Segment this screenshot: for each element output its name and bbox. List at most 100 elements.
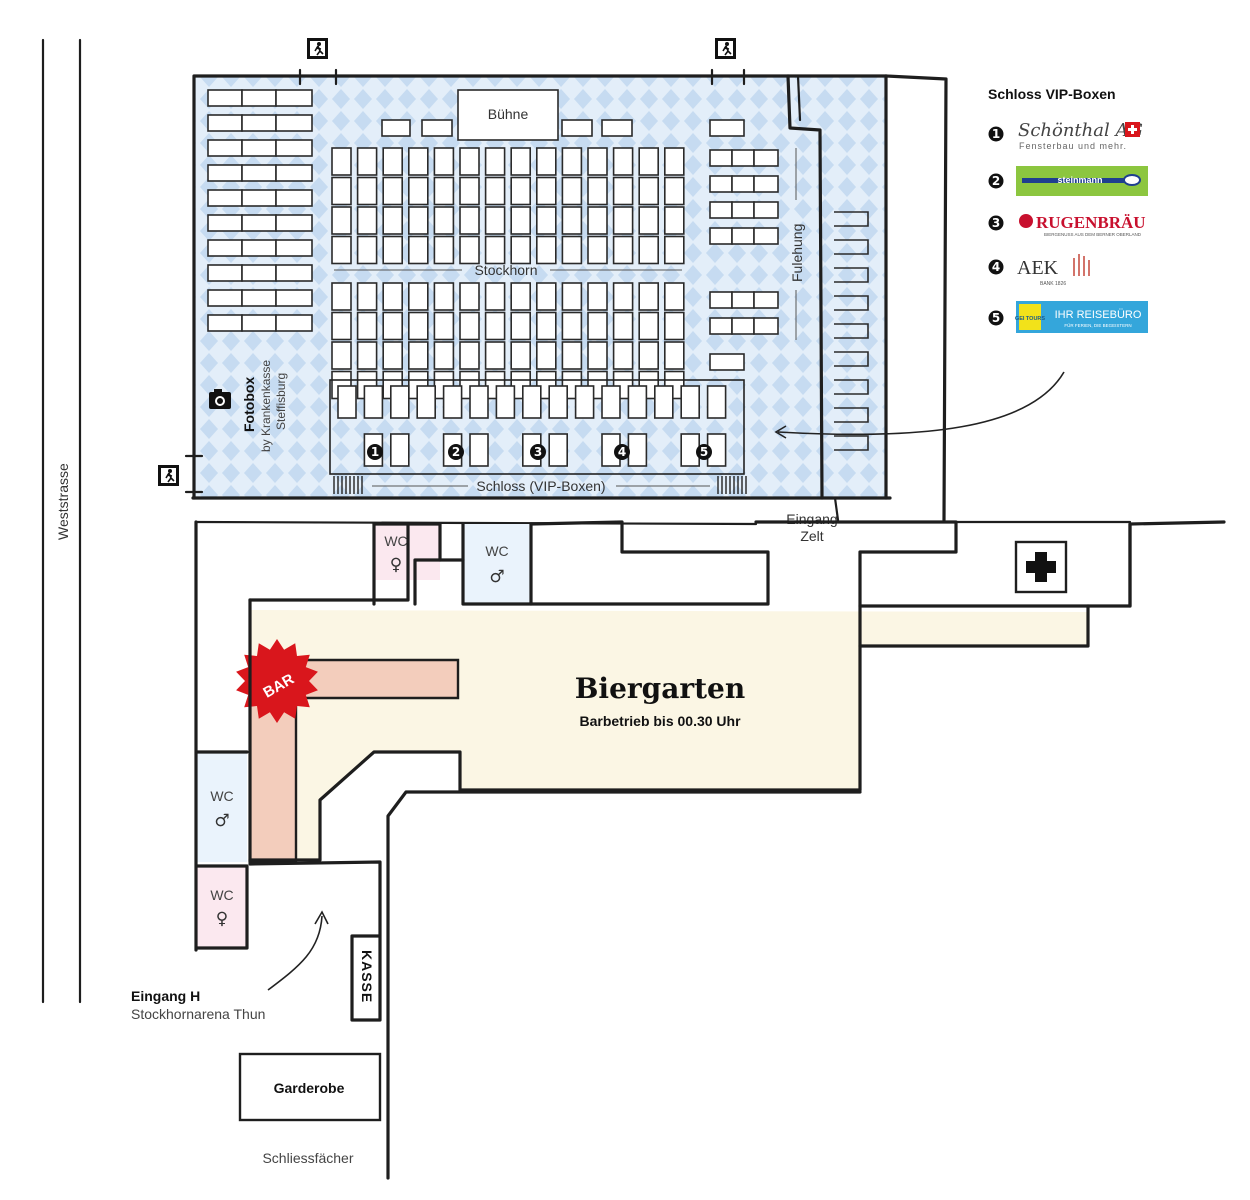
table: [433, 147, 455, 176]
beer-garden-title: Biergarten: [575, 672, 745, 705]
cloakroom-label: Garderobe: [274, 1080, 345, 1096]
legend-logo-schonthal: Schönthal AG: [1018, 120, 1143, 141]
table: [484, 235, 506, 265]
table: [709, 201, 733, 219]
table: [241, 314, 277, 332]
svg-text:4: 4: [992, 260, 1000, 274]
table: [331, 206, 352, 235]
vip-table: [416, 385, 437, 419]
table: [535, 235, 557, 265]
legend: Schloss VIP-Boxen 1 Schönthal AG Fenster…: [988, 86, 1148, 333]
table: [356, 235, 378, 265]
legend-tagline-schonthal: Fensterbau und mehr.: [1019, 141, 1127, 151]
table: [433, 176, 455, 206]
table: [382, 341, 404, 370]
table: [331, 147, 352, 176]
vip-number-1: [367, 444, 383, 460]
table: [433, 235, 455, 265]
vip-table: [680, 385, 701, 419]
table: [207, 189, 243, 207]
right-table-column: [709, 119, 779, 371]
table: [207, 289, 243, 307]
table: [356, 147, 378, 176]
table: [731, 291, 755, 309]
wc-female-symbol: ♀: [216, 909, 228, 929]
table: [709, 227, 733, 245]
table: [356, 206, 378, 235]
table: [484, 341, 506, 370]
table: [241, 289, 277, 307]
table: [407, 147, 429, 176]
table: [561, 147, 583, 176]
table: [241, 239, 277, 257]
table: [241, 89, 277, 107]
table: [535, 311, 557, 341]
vip-number-2: [448, 444, 464, 460]
vip-number-4: [614, 444, 630, 460]
wc-male-symbol: ♂: [489, 567, 504, 587]
table: [241, 139, 277, 157]
table: [241, 189, 277, 207]
vip-table: [389, 433, 410, 467]
svg-text:2: 2: [992, 174, 1000, 188]
table: [407, 282, 429, 311]
table: [709, 149, 733, 167]
street-weststrasse: Weststrasse: [41, 38, 82, 1004]
wc-label: WC: [210, 788, 233, 804]
table: [275, 164, 313, 182]
lockers-label: Schliessfächer: [262, 1150, 353, 1166]
vip-table: [627, 385, 648, 419]
table: [241, 214, 277, 232]
table: [753, 149, 779, 167]
table: [510, 206, 532, 235]
fotobox-title: Fotobox: [241, 377, 257, 432]
svg-text:IHR REISEBÜRO: IHR REISEBÜRO: [1055, 309, 1142, 321]
table: [459, 235, 480, 265]
table: [731, 149, 755, 167]
tent: Bühne Stockhorn Fulehung Schloss (VIP-Bo…: [158, 38, 1065, 526]
table: [731, 201, 755, 219]
table: [407, 311, 429, 341]
table: [382, 147, 404, 176]
table: [407, 235, 429, 265]
table: [459, 176, 480, 206]
table: [535, 176, 557, 206]
cloakroom: [238, 1052, 382, 1122]
table: [275, 239, 313, 257]
wc-male-left: [197, 752, 247, 862]
table: [612, 282, 634, 311]
vip-table: [627, 433, 648, 467]
table: [241, 264, 277, 282]
table: [275, 314, 313, 332]
table: [275, 114, 313, 132]
table: [638, 341, 660, 370]
emergency-exit-icon: [307, 38, 328, 59]
wc-label: WC: [384, 533, 407, 549]
table: [207, 139, 243, 157]
table: [587, 311, 608, 341]
table: [561, 206, 583, 235]
table: [638, 176, 660, 206]
beer-garden-area: [250, 610, 1088, 860]
svg-text:5: 5: [700, 445, 708, 459]
table: [709, 317, 733, 335]
vip-table: [495, 385, 516, 419]
curved-arrow-icon: [777, 371, 1065, 436]
vip-table: [574, 385, 595, 419]
table: [484, 147, 506, 176]
vip-table: [706, 385, 727, 419]
table: [535, 282, 557, 311]
table: [638, 282, 660, 311]
booth: [834, 267, 869, 283]
vip-number-5: [696, 444, 712, 460]
vip-table: [469, 433, 489, 467]
table: [535, 206, 557, 235]
entrance-subtitle: Stockhornarena Thun: [131, 1006, 265, 1022]
table: [587, 282, 608, 311]
table: [612, 341, 634, 370]
table: [753, 201, 779, 219]
table: [382, 206, 404, 235]
vip-table: [469, 385, 489, 419]
table: [407, 206, 429, 235]
beer-garden-subtitle: Barbetrieb bis 00.30 Uhr: [579, 713, 741, 729]
